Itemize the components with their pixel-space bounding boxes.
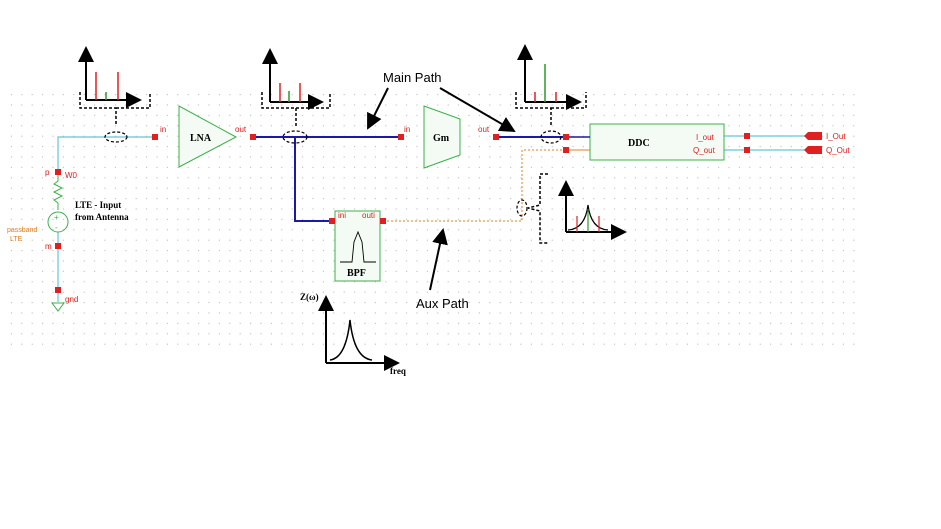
gm-in-pin-label: in [404,125,410,134]
main-path-arrow-right [439,87,516,133]
ddc-q-pin-label: Q_out [693,146,716,155]
passband-label-1: passband [7,227,37,234]
impedance-plot [318,295,400,371]
ddc-in1-pin [563,134,569,140]
spectrum-inset-lna-out [261,48,331,126]
ddc-label: DDC [628,138,650,149]
bpf-symbol-icon [340,230,376,263]
lna-in-pin [152,134,158,140]
port-i-label: I_Out [826,132,846,141]
passband-label-2: LTE [10,236,23,243]
lte-input-label-2: from Antenna [75,212,129,222]
port-q-label: Q_Out [826,146,850,155]
spectrum-inset-input [78,46,151,126]
source-m-label: m [45,242,52,251]
lna-in-pin-label: in [160,125,166,134]
freq-axis-label: freq [390,366,406,376]
aux-wire [383,149,566,222]
bpf-feed-wire [294,137,332,222]
voltage-source-icon[interactable] [47,211,69,233]
svg-text:-: - [55,223,58,232]
ddc-i-pin-label: I_out [696,133,715,142]
bpf-out-pin [380,218,386,224]
ddc-in2-pin [563,147,569,153]
probe-aux [516,199,528,217]
spectrum-inset-aux [527,173,627,244]
gnd-pin [55,287,61,293]
lna-block[interactable] [178,105,238,168]
bpf-label: BPF [347,268,366,279]
source-m-pin [55,243,61,249]
i-out-port[interactable] [804,132,822,140]
ddc-block[interactable] [589,123,725,161]
bpf-out-pin-label: outi [362,211,375,220]
gm-label: Gm [433,133,450,144]
bpf-block[interactable] [334,210,381,282]
ddc-iout-pin [744,133,750,139]
lte-input-label-1: LTE - Input [75,200,121,210]
spectrum-inset-gm-out [515,44,587,126]
ground-icon [51,302,65,312]
bpf-in-pin [329,218,335,224]
probe-input [104,131,128,143]
gm-out-pin-label: out [478,125,490,134]
gm-block[interactable] [423,105,461,169]
input-wire [57,136,155,172]
ddc-qout-pin [744,147,750,153]
z-axis-label: Z(ω) [300,292,319,302]
aux-path-label: Aux Path [416,296,469,311]
source-p-pin [55,169,61,175]
probe-gm-out [540,130,562,144]
source-p-label: p [45,168,50,177]
source-resistor-icon [52,175,64,210]
bpf-in-pin-label: ini [338,211,346,220]
svg-text:+: + [54,213,59,222]
main-path-arrow-left [367,87,389,130]
gm-in-pin [398,134,404,140]
source-inst-label: W0 [65,171,78,180]
lna-out-pin [250,134,256,140]
q-out-port[interactable] [804,146,822,154]
lna-label: LNA [190,133,212,144]
aux-path-arrow [429,228,448,291]
probe-lna-out [282,130,308,144]
main-path-label: Main Path [383,70,442,85]
gm-out-pin [493,134,499,140]
gnd-pin-label: gnd [65,295,78,304]
lna-out-pin-label: out [235,125,247,134]
